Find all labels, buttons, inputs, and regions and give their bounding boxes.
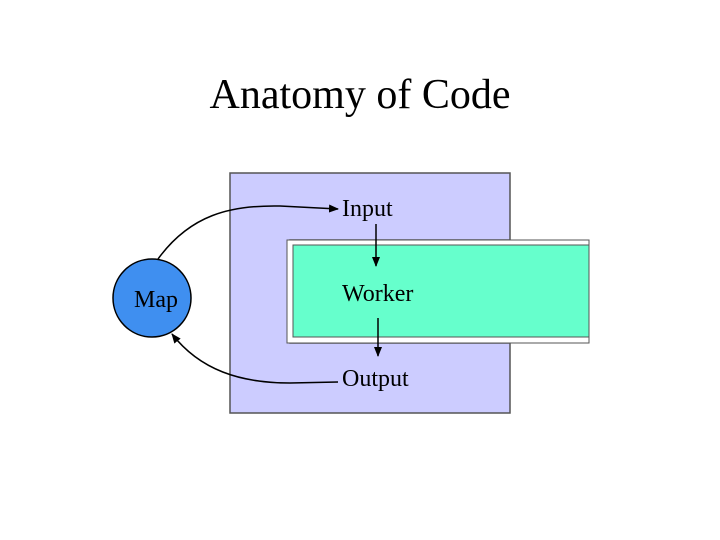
worker-box: [292, 244, 590, 338]
node-label-map: Map: [134, 287, 178, 313]
node-label-input: Input: [342, 196, 393, 222]
node-label-output: Output: [342, 366, 409, 392]
arrow-map-to-input: [157, 204, 339, 260]
arrow-output-to-map: [171, 333, 339, 384]
node-label-worker: Worker: [342, 281, 414, 307]
page-title: Anatomy of Code: [209, 72, 511, 118]
map-circle: [112, 258, 192, 338]
